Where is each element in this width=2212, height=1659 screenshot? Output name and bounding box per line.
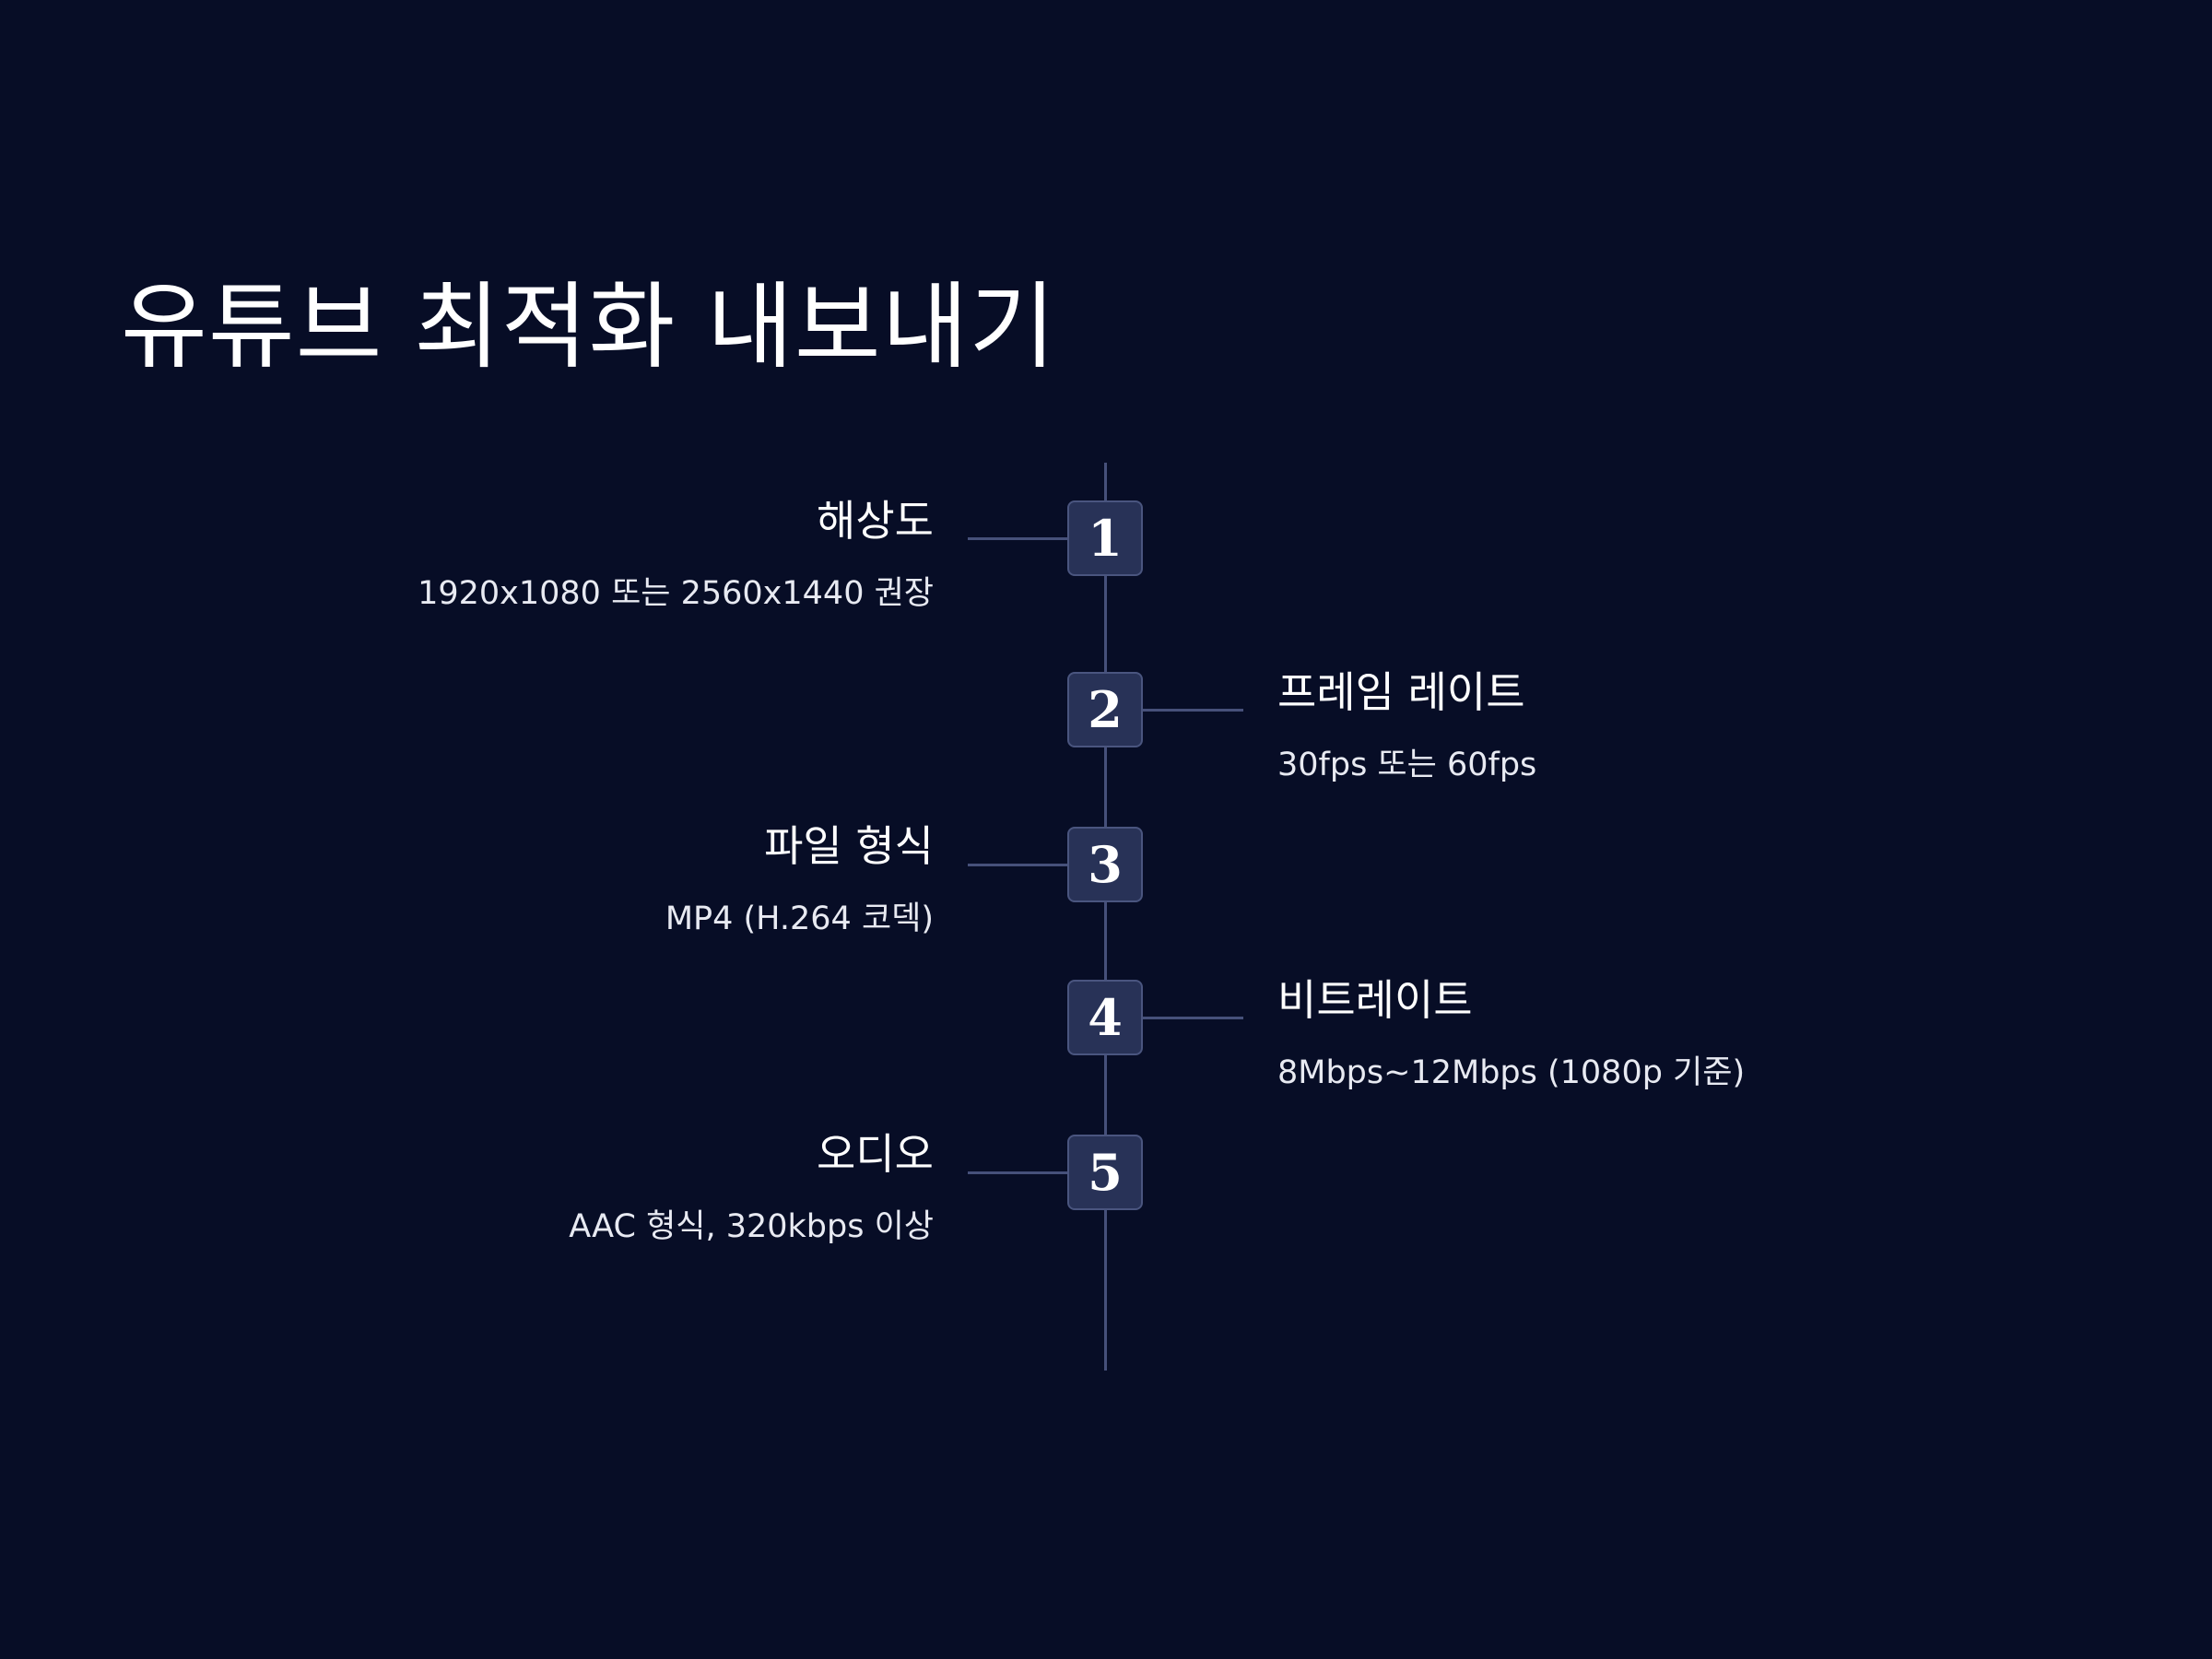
step-3-title: 파일 형식 [764, 821, 934, 871]
step-4-connector [1143, 1017, 1243, 1019]
step-1-description: 1920x1080 또는 2560x1440 권장 [418, 574, 934, 612]
timeline-axis [1104, 463, 1107, 1371]
step-1-title: 해상도 [817, 496, 934, 546]
step-1-connector [968, 537, 1067, 540]
step-4-number-badge: 4 [1067, 980, 1143, 1055]
step-5-text: 오디오 AAC 형식, 320kbps 이상 [233, 1131, 934, 1244]
step-5-title: 오디오 [817, 1129, 934, 1179]
step-3-description: MP4 (H.264 코덱) [665, 900, 934, 937]
step-2-description: 30fps 또는 60fps [1277, 746, 1537, 783]
step-2-title: 프레임 레이트 [1277, 667, 1525, 717]
step-3-number-badge: 3 [1067, 827, 1143, 902]
step-5-connector [968, 1171, 1067, 1174]
step-5-number-badge: 5 [1067, 1135, 1143, 1210]
step-1-number-badge: 1 [1067, 500, 1143, 576]
step-2-number-badge: 2 [1067, 672, 1143, 747]
step-4-description: 8Mbps~12Mbps (1080p 기준) [1277, 1053, 1746, 1091]
step-3-connector [968, 864, 1067, 866]
step-2-connector [1143, 709, 1243, 712]
page-title: 유튜브 최적화 내보내기 [121, 273, 1057, 382]
step-4-title: 비트레이트 [1277, 975, 1473, 1025]
step-5-description: AAC 형식, 320kbps 이상 [569, 1207, 934, 1245]
step-4-text: 비트레이트 8Mbps~12Mbps (1080p 기준) [1277, 977, 1978, 1090]
step-3-text: 파일 형식 MP4 (H.264 코덱) [233, 823, 934, 936]
step-1-text: 해상도 1920x1080 또는 2560x1440 권장 [233, 498, 934, 611]
step-2-text: 프레임 레이트 30fps 또는 60fps [1277, 669, 1978, 782]
